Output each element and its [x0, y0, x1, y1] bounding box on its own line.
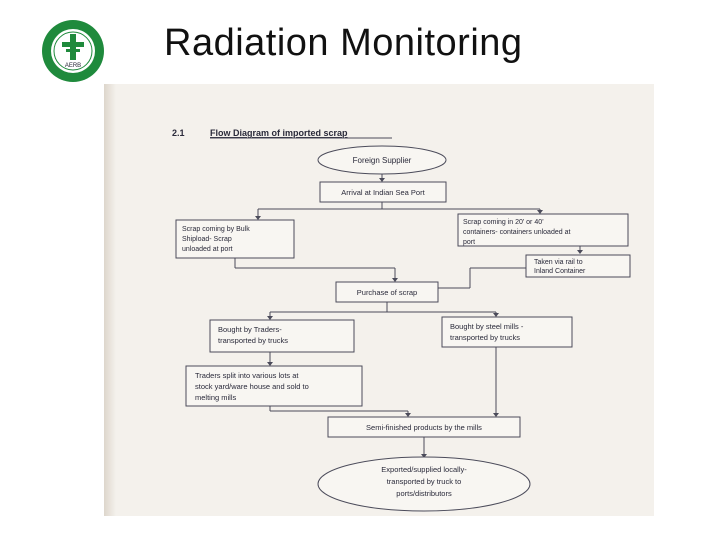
purchase-label: Purchase of scrap [357, 288, 417, 297]
node-bulk-shipload [175, 219, 295, 259]
diagram-heading: Flow Diagram of imported scrap [210, 128, 348, 138]
mills-line2: transported by trucks [450, 333, 520, 342]
node-rail [525, 254, 631, 278]
node-traders-split [185, 365, 363, 407]
bulk-line2: Shipload- Scrap [182, 236, 232, 243]
container-line3: port [463, 239, 475, 246]
exported-line1: Exported/supplied locally- [381, 465, 467, 474]
mills-line1: Bought by steel mills - [450, 322, 524, 331]
node-arrival-port [319, 181, 447, 203]
split-line3: melting mills [195, 393, 237, 402]
traders-line2: transported by trucks [218, 336, 288, 345]
container-line1: Scrap coming in 20’ or 40’ [463, 219, 544, 226]
split-line1: Traders split into various lots at [195, 371, 299, 380]
slide-title: Radiation Monitoring [164, 22, 523, 64]
traders-line1: Bought by Traders- [218, 325, 282, 334]
node-exported [317, 456, 531, 512]
bulk-line3: unloaded at port [182, 246, 233, 253]
bulk-line1: Scrap coming by Bulk [182, 226, 250, 233]
split-line2: stock yard/ware house and sold to [195, 382, 309, 391]
scan-edge-shadow [104, 84, 116, 516]
container-line2: containers- containers unloaded at [463, 229, 570, 236]
foreign-supplier-label: Foreign Supplier [353, 156, 412, 165]
section-number: 2.1 [172, 128, 185, 138]
arrival-port-label: Arrival at Indian Sea Port [341, 188, 425, 197]
logo-text: AERB [65, 63, 81, 69]
node-containers [457, 213, 629, 247]
aerb-logo: AERB [42, 20, 104, 82]
exported-line2: transported by truck to [387, 477, 462, 486]
exported-line3: ports/distributors [396, 489, 452, 498]
semi-finished-label: Semi-finished products by the mills [366, 423, 482, 432]
rail-line1: Taken via rail to [534, 259, 583, 266]
node-traders [209, 319, 355, 353]
rail-line2: Inland Container [534, 268, 586, 275]
node-steel-mills [441, 316, 573, 348]
